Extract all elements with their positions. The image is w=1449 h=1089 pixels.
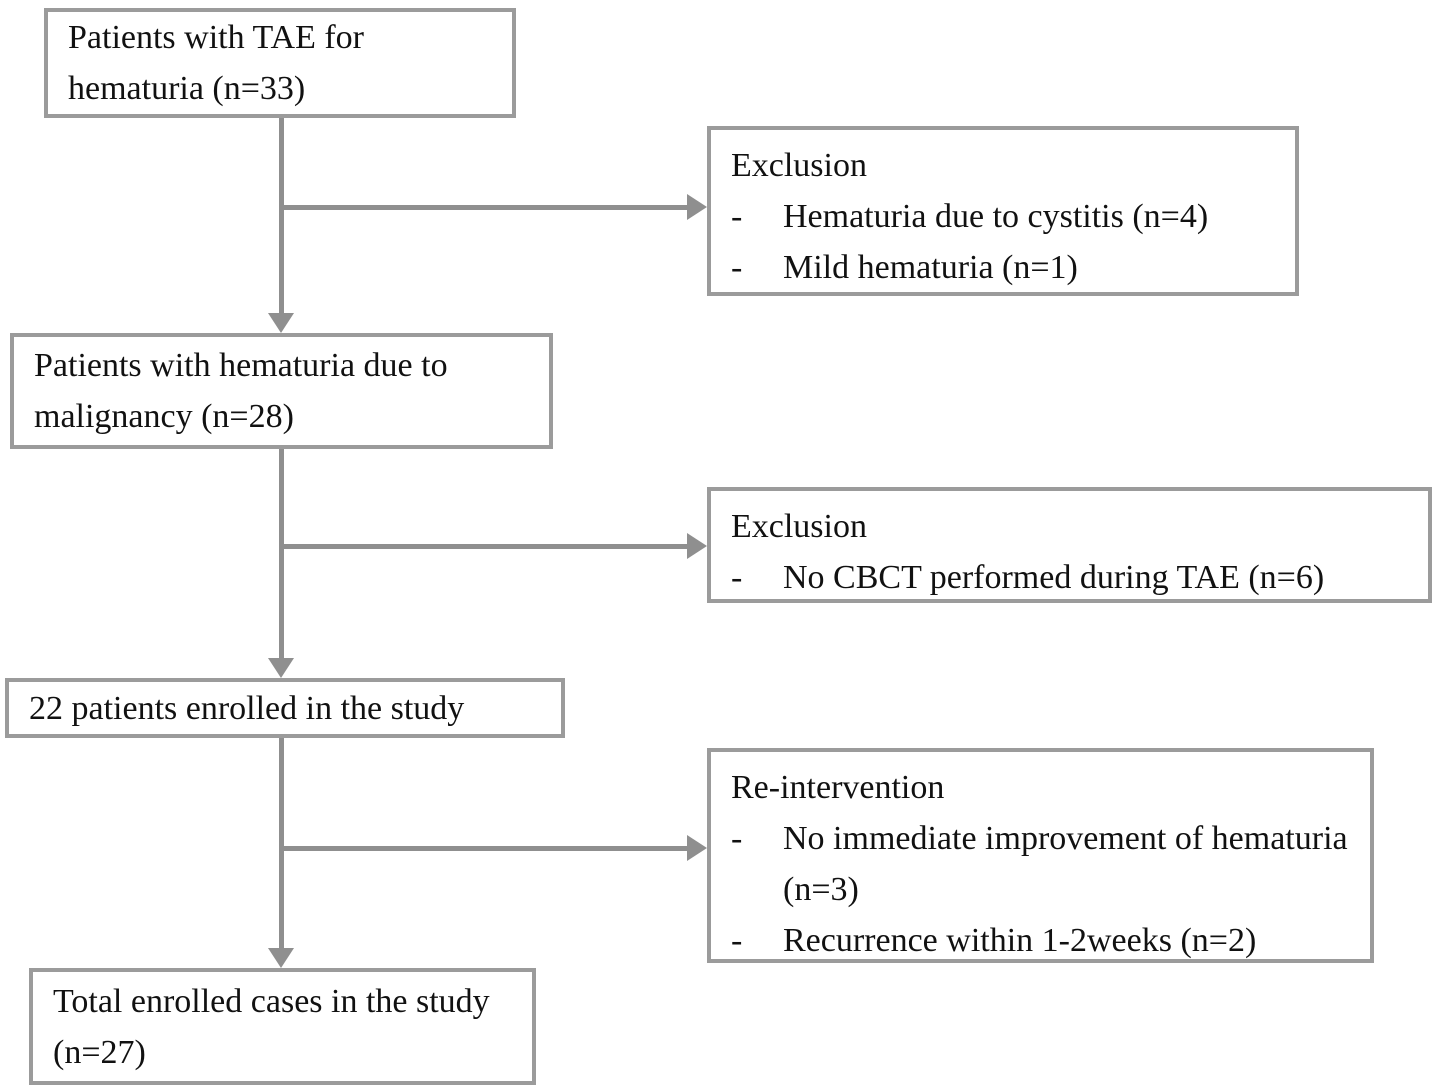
flow-box-reintervention: Re-intervention - No immediate improveme… <box>707 748 1374 963</box>
connector-horizontal-2 <box>279 544 689 549</box>
arrowhead-right-3-icon <box>687 835 707 861</box>
bullet-marker: - <box>731 249 743 286</box>
list-item: - Mild hematuria (n=1) <box>731 242 1285 293</box>
arrowhead-right-2-icon <box>687 533 707 559</box>
arrowhead-right-1-icon <box>687 194 707 220</box>
flow-box-total-enrolled: Total enrolled cases in the study (n=27) <box>29 968 536 1085</box>
bullet-marker: - <box>731 559 743 596</box>
exclusion-1-item-1: Hematuria due to cystitis (n=4) <box>783 198 1209 235</box>
reintervention-item-2: Recurrence within 1-2weeks (n=2) <box>783 922 1257 959</box>
arrowhead-down-3-icon <box>268 948 294 968</box>
arrowhead-down-1-icon <box>268 313 294 333</box>
flow-box-exclusion-1: Exclusion - Hematuria due to cystitis (n… <box>707 126 1299 296</box>
flow-box-tae-patients-label: Patients with TAE for hematuria (n=33) <box>68 19 365 107</box>
connector-vertical-1 <box>279 118 284 315</box>
list-item: - No immediate improvement of hematuria … <box>731 813 1360 915</box>
connector-vertical-2 <box>279 449 284 660</box>
exclusion-2-title: Exclusion <box>731 508 867 545</box>
list-item: - No CBCT performed during TAE (n=6) <box>731 552 1418 603</box>
flow-box-malignancy-patients-label: Patients with hematuria due to malignanc… <box>34 347 448 435</box>
exclusion-1-title: Exclusion <box>731 147 867 184</box>
connector-horizontal-1 <box>279 205 689 210</box>
flow-box-enrolled-patients: 22 patients enrolled in the study <box>5 678 565 738</box>
connector-vertical-3 <box>279 738 284 950</box>
bullet-marker: - <box>731 820 743 857</box>
bullet-marker: - <box>731 198 743 235</box>
exclusion-1-item-2: Mild hematuria (n=1) <box>783 249 1078 286</box>
reintervention-title: Re-intervention <box>731 769 945 806</box>
flow-box-total-enrolled-label: Total enrolled cases in the study (n=27) <box>53 982 490 1071</box>
flow-box-malignancy-patients: Patients with hematuria due to malignanc… <box>10 333 553 449</box>
connector-horizontal-3 <box>279 846 689 851</box>
bullet-marker: - <box>731 922 743 959</box>
list-item: - Recurrence within 1-2weeks (n=2) <box>731 915 1360 966</box>
reintervention-item-1: No immediate improvement of hematuria (n… <box>783 820 1348 908</box>
flow-box-tae-patients: Patients with TAE for hematuria (n=33) <box>44 8 516 118</box>
flow-box-enrolled-patients-label: 22 patients enrolled in the study <box>29 689 465 727</box>
exclusion-2-item-1: No CBCT performed during TAE (n=6) <box>783 559 1325 596</box>
arrowhead-down-2-icon <box>268 658 294 678</box>
list-item: - Hematuria due to cystitis (n=4) <box>731 191 1285 242</box>
flow-box-exclusion-2: Exclusion - No CBCT performed during TAE… <box>707 487 1432 603</box>
